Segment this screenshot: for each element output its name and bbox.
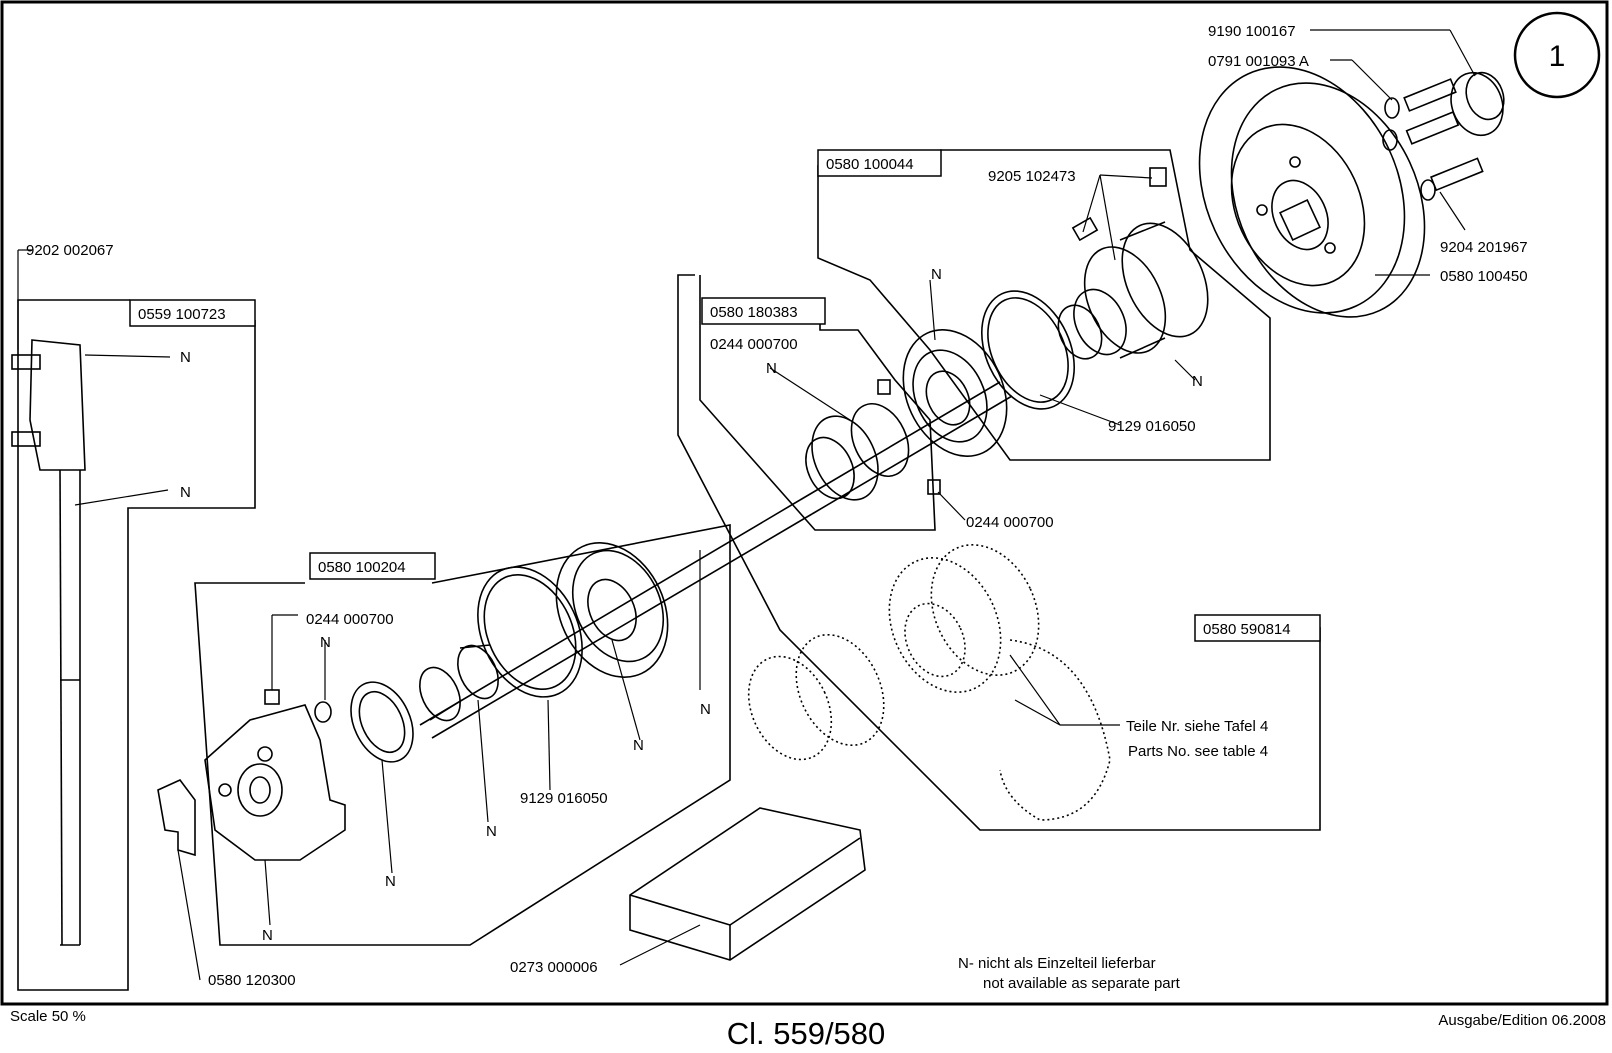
label-9205-102473: 9205 102473 xyxy=(988,168,1076,185)
label-0580-100044: 0580 100044 xyxy=(826,156,914,173)
n-marker: N xyxy=(700,701,711,718)
label-9190-100167: 9190 100167 xyxy=(1208,23,1296,40)
n-marker: N xyxy=(766,360,777,377)
label-9202-002067: 9202 002067 xyxy=(26,242,114,259)
outline-0580-590814 xyxy=(677,274,1321,831)
label-0244-000700-b: 0244 000700 xyxy=(966,514,1054,531)
box-0580-590814 xyxy=(1194,614,1321,642)
n-marker: N xyxy=(262,927,273,944)
parts-ref-en: Parts No. see table 4 xyxy=(1128,743,1268,760)
drawing xyxy=(11,66,1505,991)
label-0244-000700-a: 0244 000700 xyxy=(710,336,798,353)
legend-en: not available as separate part xyxy=(983,975,1181,992)
felt-pad xyxy=(629,807,866,961)
drawing-title: Cl. 559/580 xyxy=(726,1016,886,1051)
n-marker: N xyxy=(320,634,331,651)
bearing-middle xyxy=(555,542,669,678)
n-marker: N xyxy=(1192,373,1203,390)
coupling-gear xyxy=(805,379,941,501)
legend-de: N- nicht als Einzelteil lieferbar xyxy=(958,955,1156,972)
box-0580-100204 xyxy=(309,552,436,580)
label-0580-100450: 0580 100450 xyxy=(1440,268,1528,285)
crank-block xyxy=(204,689,346,861)
label-0580-100204: 0580 100204 xyxy=(318,559,406,576)
left-rod-assembly xyxy=(11,339,86,946)
sheet-number: 1 xyxy=(1549,40,1566,73)
small-ring-left xyxy=(350,681,414,763)
part-labels: 9190 100167 0791 001093 A 0580 100044 92… xyxy=(26,23,1528,989)
drawing-frame xyxy=(0,0,1609,1006)
bearing-right xyxy=(902,329,1008,457)
label-9129-016050-b: 9129 016050 xyxy=(520,790,608,807)
n-marker: N xyxy=(180,484,191,501)
parts-ref-de: Teile Nr. siehe Tafel 4 xyxy=(1126,718,1268,735)
box-0580-100044 xyxy=(817,149,942,177)
label-0244-000700-c: 0244 000700 xyxy=(306,611,394,628)
box-0580-180383 xyxy=(701,297,826,325)
label-9204-201967: 9204 201967 xyxy=(1440,239,1528,256)
part-boxes xyxy=(129,149,1321,642)
sheet-number-circle xyxy=(1513,11,1601,99)
bolts-washers xyxy=(1382,71,1505,201)
n-marker: N xyxy=(633,737,644,754)
flywheel-pulley xyxy=(1198,66,1426,318)
n-marker: N xyxy=(180,349,191,366)
outline-0559-100723 xyxy=(17,299,256,991)
edition-note: Ausgabe/Edition 06.2008 xyxy=(1438,1012,1606,1029)
label-0791-001093a: 0791 001093 A xyxy=(1208,53,1309,70)
label-0580-120300: 0580 120300 xyxy=(208,972,296,989)
n-marker: N xyxy=(385,873,396,890)
toothed-pulley xyxy=(1057,167,1209,360)
label-0559-100723: 0559 100723 xyxy=(138,306,226,323)
box-0559-100723 xyxy=(129,299,256,327)
scale-note: Scale 50 % xyxy=(10,1008,86,1025)
outline-0580-100044 xyxy=(817,149,1271,461)
n-marker: N xyxy=(931,266,942,283)
outline-0580-180383 xyxy=(699,275,936,531)
belt-assembly xyxy=(747,544,1111,821)
outline-0580-100204 xyxy=(194,524,731,946)
leader-lines xyxy=(17,29,1476,981)
n-markers: N N N N N N N N N N N xyxy=(180,266,1203,944)
shaft-sleeve xyxy=(419,644,499,722)
label-0580-590814: 0580 590814 xyxy=(1203,621,1291,638)
label-0273-000006: 0273 000006 xyxy=(510,959,598,976)
label-9129-016050-a: 9129 016050 xyxy=(1108,418,1196,435)
main-shaft xyxy=(419,381,1013,739)
n-marker: N xyxy=(486,823,497,840)
bracket-plate xyxy=(157,779,196,857)
label-0580-180383: 0580 180383 xyxy=(710,304,798,321)
